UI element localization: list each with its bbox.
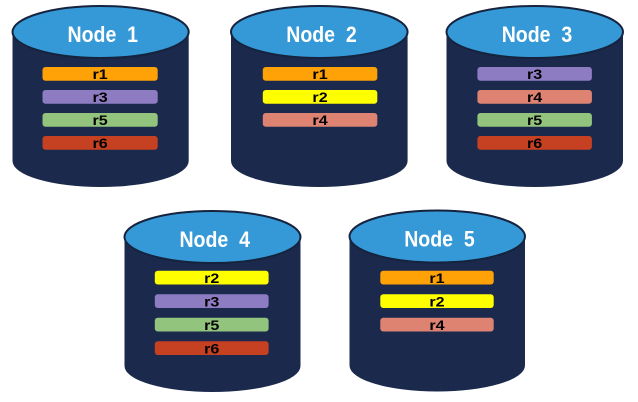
svg-text:r2: r2 <box>312 89 327 105</box>
svg-text:Node 2: Node 2 <box>286 22 357 47</box>
svg-text:r6: r6 <box>527 135 542 151</box>
svg-text:r2: r2 <box>204 270 219 286</box>
svg-text:r2: r2 <box>429 293 444 309</box>
svg-text:r6: r6 <box>93 135 108 151</box>
svg-text:r5: r5 <box>93 112 108 128</box>
svg-text:Node 4: Node 4 <box>179 227 250 252</box>
svg-text:r4: r4 <box>429 317 444 333</box>
svg-text:r1: r1 <box>429 270 444 286</box>
svg-text:r3: r3 <box>204 293 219 309</box>
svg-text:r3: r3 <box>527 66 542 82</box>
svg-text:r5: r5 <box>204 317 219 333</box>
svg-text:r6: r6 <box>204 340 219 356</box>
svg-text:r4: r4 <box>312 112 327 128</box>
svg-text:r3: r3 <box>93 89 108 105</box>
svg-text:r1: r1 <box>312 66 327 82</box>
svg-text:Node 1: Node 1 <box>68 22 139 47</box>
svg-text:r5: r5 <box>527 112 542 128</box>
svg-text:r4: r4 <box>527 89 542 105</box>
svg-text:r1: r1 <box>93 66 108 82</box>
svg-text:Node 5: Node 5 <box>404 226 475 251</box>
svg-text:Node 3: Node 3 <box>502 22 573 47</box>
